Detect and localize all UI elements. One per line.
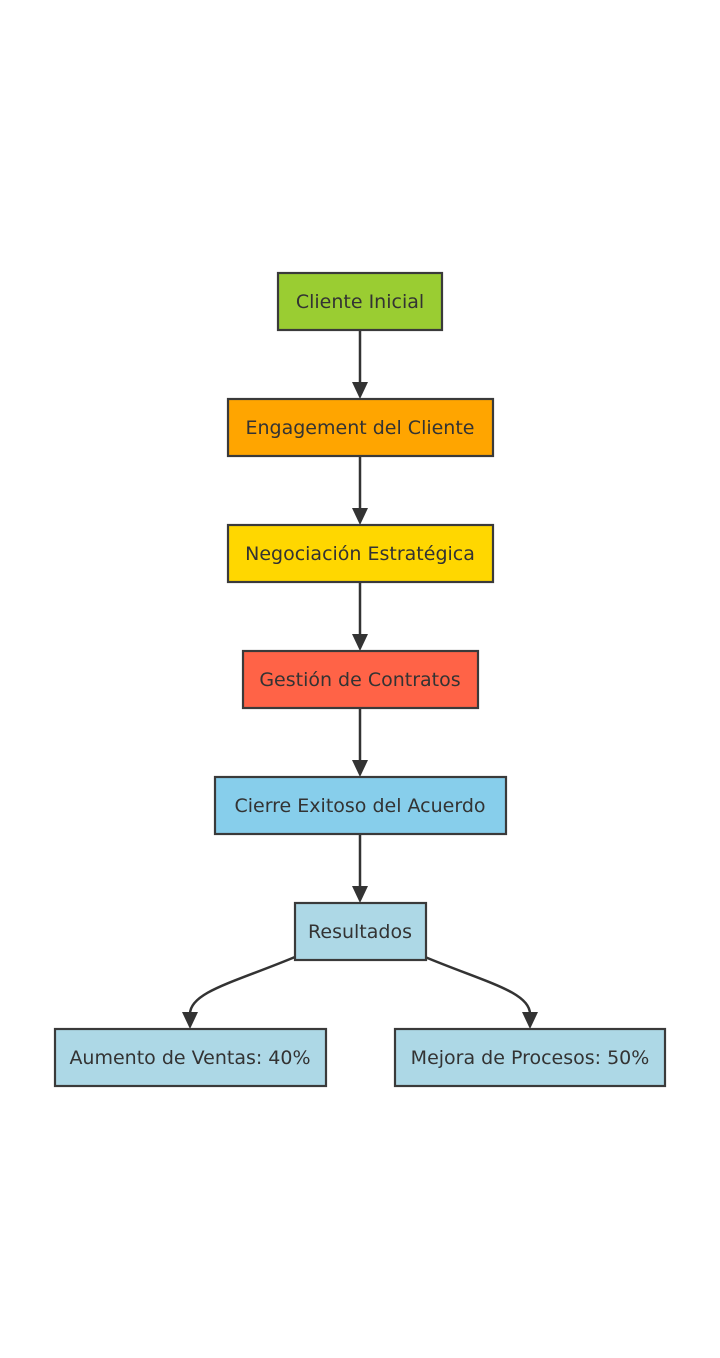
node-box [226,523,495,584]
node-label: Cliente Inicial [296,291,424,313]
node-box [276,271,444,332]
node-label: Engagement del Cliente [246,417,475,439]
edge-resultados-to-mejora-procesos [424,955,538,1029]
node-box [293,901,428,962]
arrow-head-icon [352,886,368,903]
node-engagement: Engagement del Cliente [226,397,495,458]
arrow-head-icon [522,1012,538,1029]
arrow-head-icon [352,634,368,651]
node-cliente-inicial: Cliente Inicial [276,271,444,332]
node-box [53,1027,328,1088]
node-box [393,1027,667,1088]
node-label: Mejora de Procesos: 50% [411,1047,650,1069]
edge-curve [424,955,532,1015]
edge-negociacion-to-gestion [352,582,368,651]
node-label: Aumento de Ventas: 40% [69,1047,310,1069]
node-label: Gestión de Contratos [259,669,460,691]
node-label: Resultados [308,921,412,943]
edges [182,330,538,1029]
edge-curve [188,955,296,1015]
node-mejora-procesos: Mejora de Procesos: 50% [393,1027,667,1088]
edge-cierre-to-resultados [352,834,368,903]
edge-gestion-to-cierre [352,708,368,777]
node-gestion: Gestión de Contratos [241,649,480,710]
node-label: Cierre Exitoso del Acuerdo [234,795,485,817]
node-resultados: Resultados [293,901,428,962]
node-aumento-ventas: Aumento de Ventas: 40% [53,1027,328,1088]
node-label: Negociación Estratégica [245,543,475,565]
arrow-head-icon [352,760,368,777]
edge-engagement-to-negociacion [352,456,368,525]
edge-resultados-to-aumento-ventas [182,955,296,1029]
node-box [226,397,495,458]
arrow-head-icon [352,508,368,525]
edge-cliente-inicial-to-engagement [352,330,368,399]
node-negociacion: Negociación Estratégica [226,523,495,584]
arrow-head-icon [352,382,368,399]
node-box [241,649,480,710]
node-cierre: Cierre Exitoso del Acuerdo [213,775,508,836]
node-box [213,775,508,836]
nodes: Cliente Inicial Engagement del Cliente N… [53,271,667,1088]
arrow-head-icon [182,1012,198,1029]
